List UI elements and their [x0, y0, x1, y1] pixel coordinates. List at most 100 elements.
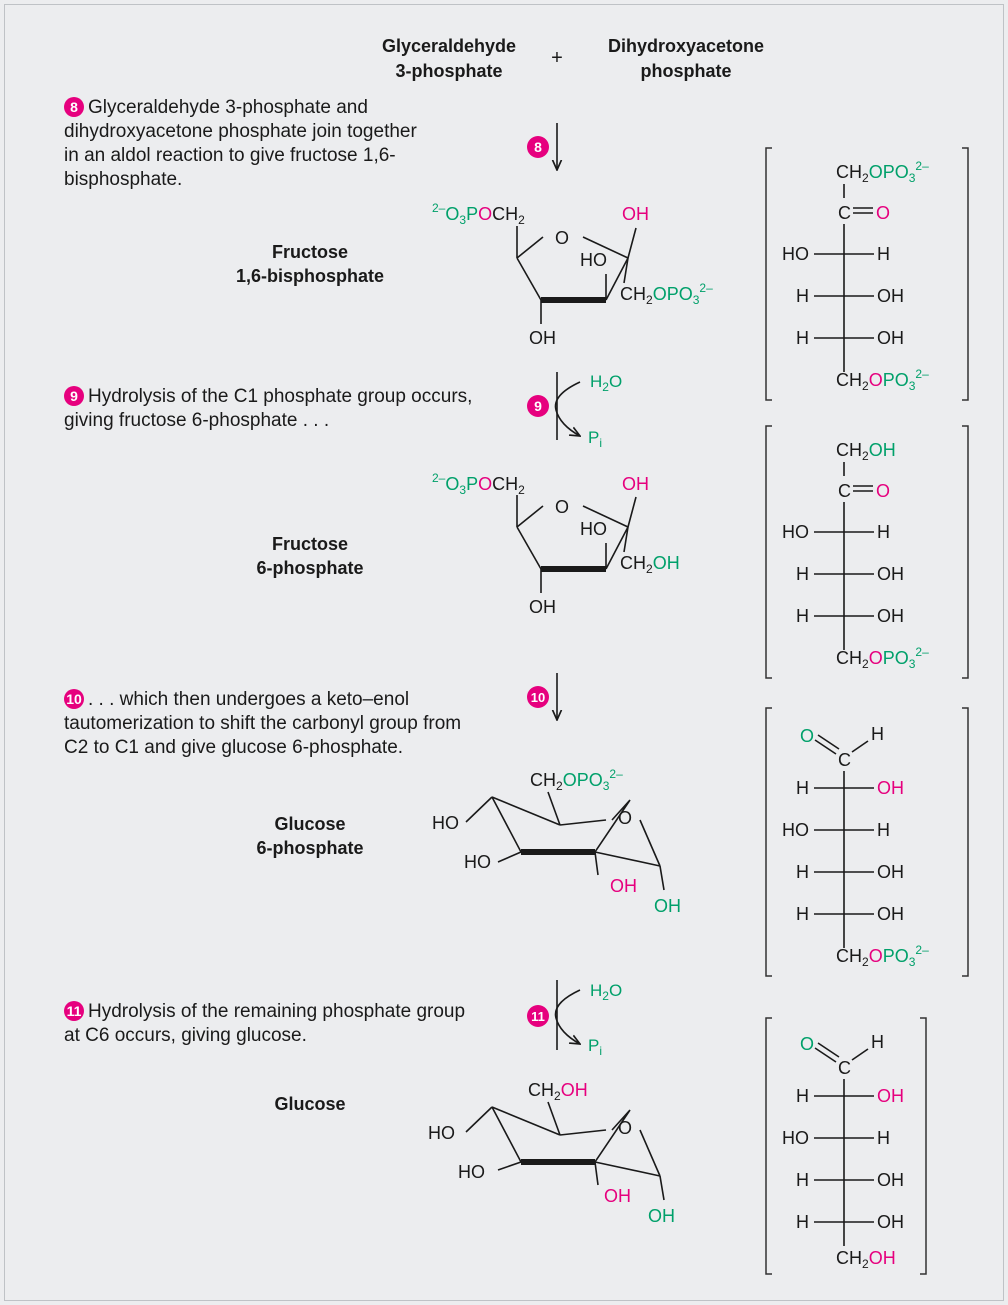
row1-left: HO: [782, 522, 809, 542]
fructose-16-bisphosphate-label: Fructose 1,6-bisphosphate: [190, 240, 430, 288]
aldehyde-h: H: [871, 1032, 884, 1052]
bracket-left: [765, 707, 772, 977]
c1-carbon: C: [838, 1058, 851, 1078]
bracket-right: [962, 147, 969, 401]
step-11-badge: 11: [64, 1001, 84, 1021]
step-11-text: Hydrolysis of the remaining phosphate gr…: [64, 1001, 466, 1046]
reaction-arrow-9: 9 H2O Pi: [527, 372, 622, 450]
c3-ho: HO: [580, 519, 607, 539]
top-ch2opo3: CH2OPO32–: [836, 159, 929, 185]
row2-left: HO: [782, 1128, 809, 1148]
glucose-chair: O CH2OH HO HO OH OH: [428, 1080, 675, 1226]
ring-oxygen: O: [618, 1118, 632, 1138]
arrow-10-number: 10: [531, 690, 545, 705]
dihydroxyacetone-label: Dihydroxyacetone: [608, 36, 764, 56]
glucose-6-phosphate-chair: O CH2OPO32– HO HO OH OH: [432, 767, 681, 916]
dihydroxyacetone-label-2: phosphate: [640, 61, 731, 81]
bracket-left: [765, 425, 772, 679]
glyceraldehyde-label-2: 3-phosphate: [395, 61, 502, 81]
row3-right: OH: [877, 606, 904, 626]
c2-oh: OH: [610, 876, 637, 896]
anomeric-oh: OH: [622, 204, 649, 224]
c6-hydroxymethyl: CH2OH: [528, 1080, 588, 1103]
c3-ho: HO: [464, 852, 491, 872]
row1-right: OH: [877, 1086, 904, 1106]
row1-right: H: [877, 522, 890, 542]
fructose-6-phosphate-ring: O 2–O3POCH2 OH CH2OH HO OH: [432, 471, 680, 617]
c1-oh: OH: [648, 1206, 675, 1226]
fischer-glucose-6-phosphate: O C H H OH HO H H OH H OH CH2OPO32–: [765, 707, 969, 977]
row2-right: H: [877, 1128, 890, 1148]
arrow-9-number: 9: [534, 398, 542, 414]
row4-right: OH: [877, 904, 904, 924]
c1-phosphate: CH2OPO32–: [620, 281, 713, 307]
arrow-8-number: 8: [534, 139, 542, 155]
label-line2: 1,6-bisphosphate: [235, 266, 385, 286]
plus-sign: +: [551, 47, 563, 69]
bracket-left: [765, 147, 772, 401]
row1-left: H: [796, 778, 809, 798]
label-line2: 6-phosphate: [256, 838, 364, 858]
c2-carbon: C: [838, 203, 851, 223]
label-line2: 6-phosphate: [256, 558, 364, 578]
row2-right: OH: [877, 286, 904, 306]
reaction-arrow-10: 10: [527, 673, 557, 720]
fructose-16-bisphosphate-ring: O 2–O3POCH2 OH CH2OPO32– HO OH: [432, 201, 713, 348]
row1-left: HO: [782, 244, 809, 264]
label-line1: Fructose: [271, 534, 349, 554]
arrow-9-badge: [527, 395, 549, 417]
top-ch2oh: CH2OH: [836, 440, 896, 463]
c4-ho: HO: [428, 1123, 455, 1143]
glyceraldehyde-label: Glyceraldehyde: [382, 36, 516, 56]
aldehyde-oxygen: O: [800, 1034, 814, 1054]
anomeric-oh: OH: [622, 474, 649, 494]
c2-oxygen: O: [876, 203, 890, 223]
ring-oxygen: O: [618, 808, 632, 828]
fructose-6-phosphate-label: Fructose 6-phosphate: [190, 532, 430, 580]
fischer-fructose-6-phosphate: CH2OH C O HO H H OH H OH CH2OPO32–: [765, 425, 969, 679]
bottom-ch2opo3: CH2OPO32–: [836, 943, 929, 969]
step-9-text: Hydrolysis of the C1 phosphate group occ…: [64, 386, 473, 431]
label-line1: Glucose: [274, 814, 346, 834]
glucose-6-phosphate-label: Glucose 6-phosphate: [190, 812, 430, 860]
phosphate-group: 2–O3POCH2: [432, 201, 525, 227]
phosphate-group: 2–O3POCH2: [432, 471, 525, 497]
step-10-text: . . . which then undergoes a keto–enol t…: [64, 689, 462, 758]
c4-ho: HO: [432, 813, 459, 833]
row4-right: OH: [877, 1212, 904, 1232]
aldehyde-oxygen: O: [800, 726, 814, 746]
step-8-badge: 8: [64, 97, 84, 117]
bracket-right: [920, 1017, 927, 1275]
c1-carbon: C: [838, 750, 851, 770]
fischer-glucose: O C H H OH HO H H OH H OH CH2OH: [765, 1017, 927, 1275]
reaction-arrow-8: 8: [527, 123, 557, 170]
step-9-badge: 9: [64, 386, 84, 406]
row1-left: H: [796, 1086, 809, 1106]
arrow-10-badge: [527, 686, 549, 708]
label-line1: Fructose: [271, 242, 349, 262]
reactants-header: Glyceraldehyde 3-phosphate + Dihydroxyac…: [382, 36, 764, 81]
c2-oxygen: O: [876, 481, 890, 501]
step-8-text: Glyceraldehyde 3-phosphate and dihydroxy…: [64, 97, 417, 190]
c2-oh: OH: [604, 1186, 631, 1206]
row2-left: HO: [782, 820, 809, 840]
c4-oh: OH: [529, 328, 556, 348]
water-reagent-2: H2O: [590, 981, 622, 1003]
row4-left: H: [796, 904, 809, 924]
row2-right: OH: [877, 564, 904, 584]
c1-hydroxymethyl: CH2OH: [620, 553, 680, 576]
bottom-ch2opo3: CH2OPO32–: [836, 367, 929, 393]
c6-phosphate: CH2OPO32–: [530, 767, 623, 793]
row4-left: H: [796, 1212, 809, 1232]
row3-left: H: [796, 606, 809, 626]
label-line1: Glucose: [274, 1094, 346, 1114]
water-reagent: H2O: [590, 372, 622, 394]
step-10-badge: 10: [64, 689, 84, 709]
row3-left: H: [796, 1170, 809, 1190]
ring-oxygen: O: [555, 228, 569, 248]
row1-right: OH: [877, 778, 904, 798]
